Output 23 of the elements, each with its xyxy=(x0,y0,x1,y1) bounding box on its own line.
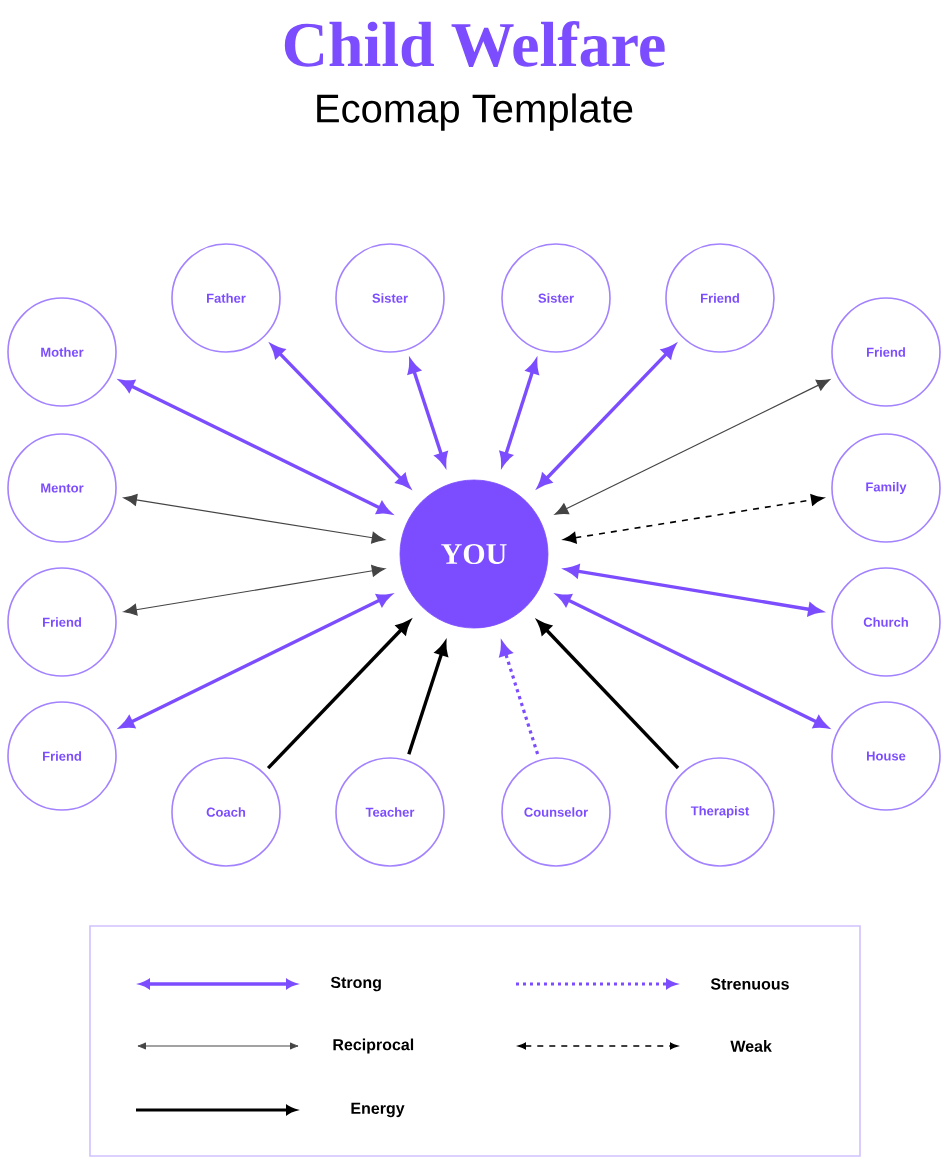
legend-label: Reciprocal xyxy=(333,1038,414,1054)
arrow xyxy=(499,359,539,466)
legend-label: Energy xyxy=(351,1102,405,1118)
arrow xyxy=(123,564,386,616)
legend-label: Strenuous xyxy=(710,978,789,990)
arrow xyxy=(563,494,824,544)
legend-label: Weak xyxy=(730,1040,772,1052)
arrow xyxy=(407,359,448,467)
arrow xyxy=(537,344,676,488)
arrow xyxy=(120,379,391,515)
arrow xyxy=(123,494,386,544)
arrow xyxy=(499,642,540,755)
arrow xyxy=(270,344,410,488)
legend-label: Strong xyxy=(330,976,381,992)
subtitle: Ecomap Template xyxy=(317,93,633,131)
arrow xyxy=(565,564,822,616)
arrow xyxy=(554,379,831,515)
arrow xyxy=(557,593,828,729)
arrow xyxy=(120,593,391,729)
arrow xyxy=(266,620,411,770)
arrow xyxy=(407,642,448,755)
title: Child Welfare xyxy=(284,21,665,68)
arrow xyxy=(537,620,680,770)
